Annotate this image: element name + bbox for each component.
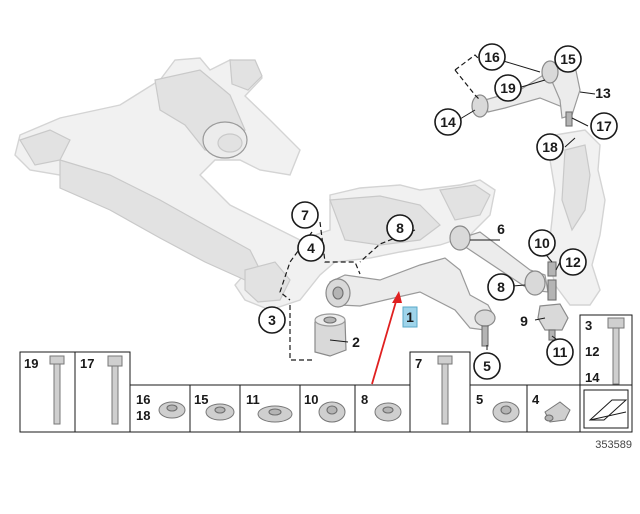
svg-text:13: 13 <box>595 85 611 101</box>
svg-text:15: 15 <box>560 51 576 67</box>
svg-text:3: 3 <box>585 318 592 333</box>
legend-cell-17[interactable]: 17 <box>80 355 123 425</box>
svg-text:17: 17 <box>596 118 612 134</box>
svg-text:14: 14 <box>585 370 600 385</box>
rubber-mount <box>314 313 347 357</box>
svg-text:18: 18 <box>136 408 150 423</box>
svg-text:9: 9 <box>520 313 528 329</box>
svg-text:5: 5 <box>476 392 483 407</box>
svg-text:8: 8 <box>396 220 404 236</box>
callout-14[interactable]: 14 <box>434 108 462 136</box>
svg-text:16: 16 <box>136 392 150 407</box>
svg-text:8: 8 <box>497 279 505 295</box>
legend-cell-16-18[interactable]: 16 18 <box>136 392 186 423</box>
svg-text:1: 1 <box>406 309 414 325</box>
callout-7[interactable]: 7 <box>291 201 319 229</box>
svg-text:2: 2 <box>352 334 360 350</box>
svg-text:11: 11 <box>553 344 568 360</box>
svg-text:11: 11 <box>246 392 260 407</box>
legend-cell-15[interactable]: 15 <box>194 392 235 421</box>
svg-text:10: 10 <box>304 392 318 407</box>
callout-18[interactable]: 18 <box>536 133 564 161</box>
svg-text:16: 16 <box>484 49 500 65</box>
svg-text:7: 7 <box>301 207 309 223</box>
label-13[interactable]: 13 <box>595 85 611 101</box>
label-1-highlighted[interactable]: 1 <box>402 306 418 328</box>
callout-17[interactable]: 17 <box>590 112 618 140</box>
callout-19[interactable]: 19 <box>494 74 522 102</box>
svg-text:3: 3 <box>268 312 276 328</box>
callout-8-top[interactable]: 8 <box>386 214 414 242</box>
svg-text:18: 18 <box>542 139 558 155</box>
legend-cell-flag-symbol <box>583 389 629 429</box>
callout-11[interactable]: 11 <box>546 338 574 366</box>
legend-cell-10[interactable]: 10 <box>304 392 346 423</box>
svg-text:12: 12 <box>565 254 581 270</box>
label-2[interactable]: 2 <box>352 334 360 350</box>
label-6[interactable]: 6 <box>497 221 505 237</box>
callout-4[interactable]: 4 <box>297 234 325 262</box>
svg-text:15: 15 <box>194 392 208 407</box>
callout-15[interactable]: 15 <box>554 45 582 73</box>
svg-text:17: 17 <box>80 356 94 371</box>
lower-control-arm <box>325 257 496 347</box>
svg-text:4: 4 <box>532 392 540 407</box>
svg-text:14: 14 <box>440 114 456 130</box>
callout-3[interactable]: 3 <box>258 306 286 334</box>
callout-12[interactable]: 12 <box>559 248 587 276</box>
svg-text:19: 19 <box>500 80 516 96</box>
svg-text:19: 19 <box>24 356 38 371</box>
svg-text:10: 10 <box>534 235 550 251</box>
legend-cell-8[interactable]: 8 <box>361 392 402 422</box>
callout-16[interactable]: 16 <box>478 43 506 71</box>
svg-text:8: 8 <box>361 392 368 407</box>
label-9[interactable]: 9 <box>520 313 528 329</box>
svg-text:6: 6 <box>497 221 505 237</box>
ball-joint <box>537 279 569 341</box>
legend-cell-5[interactable]: 5 <box>476 392 520 423</box>
red-indicator-arrow <box>371 291 402 385</box>
callout-5[interactable]: 5 <box>473 352 501 380</box>
svg-text:5: 5 <box>483 358 491 374</box>
svg-text:7: 7 <box>415 356 422 371</box>
legend-cell-4[interactable]: 4 <box>532 392 571 423</box>
legend-cell-11[interactable]: 11 <box>246 392 293 423</box>
legend-cell-7[interactable]: 7 <box>415 355 453 425</box>
svg-text:12: 12 <box>585 344 599 359</box>
callout-10[interactable]: 10 <box>528 229 556 257</box>
callout-8-mid[interactable]: 8 <box>487 273 515 301</box>
diagram-number: 353589 <box>595 439 632 451</box>
legend-cell-19[interactable]: 19 <box>24 355 65 425</box>
svg-text:4: 4 <box>307 240 315 256</box>
legend-cell-3-12-14[interactable]: 3 12 14 <box>585 317 625 385</box>
tension-strut <box>449 225 557 296</box>
